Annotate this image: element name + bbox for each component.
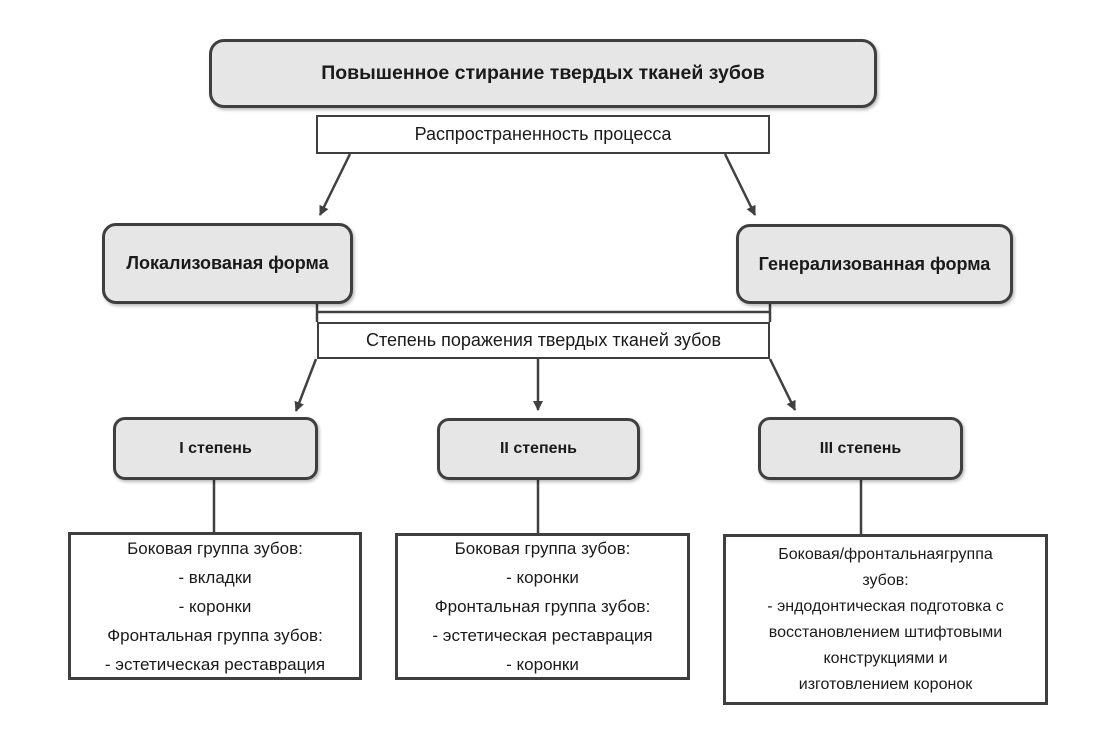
treatment-2-line: - коронки: [506, 655, 579, 674]
node-title-label: Повышенное стирание твердых тканей зубов: [321, 62, 765, 84]
treatment-3-line: - эндодонтическая подготовка с: [767, 597, 1004, 615]
node-degree-3: III степень: [758, 417, 963, 480]
node-form-localized: Локализованая форма: [102, 223, 353, 304]
treatment-1-line: Фронтальная группа зубов:: [107, 625, 323, 645]
treatment-2-line: Боковая группа зубов:: [454, 539, 631, 558]
node-criterion-spread-label: Распространенность процесса: [414, 124, 672, 144]
connector-severity-to-degree-3: [768, 358, 797, 411]
treatment-1-line: Боковая группа зубов:: [127, 538, 303, 558]
treatment-2-line: - эстетическая реставрация: [432, 626, 653, 645]
node-degree-1: I степень: [113, 417, 318, 480]
treatment-3-line: Боковая/фронтальнаягруппа: [778, 545, 993, 563]
node-form-localized-label: Локализованая форма: [126, 253, 329, 273]
node-degree-1-label: I степень: [179, 439, 252, 457]
treatment-1-line: - эстетическая реставрация: [104, 654, 326, 674]
node-criterion-severity-label: Степень поражения твердых тканей зубов: [365, 330, 722, 350]
treatment-2-line: - коронки: [506, 568, 579, 587]
node-degree-3-label: III степень: [819, 439, 902, 457]
treatment-3-line: изготовлением коронок: [798, 675, 973, 693]
treatment-3-line: зубов:: [862, 571, 909, 589]
connector-severity-to-degree-1: [294, 358, 318, 412]
node-degree-2: II степень: [437, 418, 640, 480]
treatment-3-line: конструкциями и: [823, 649, 948, 667]
treatment-1-line: - вкладки: [178, 567, 252, 587]
node-treatment-degree-1: Боковая группа зубов: - вкладки - коронк…: [68, 532, 362, 680]
node-criterion-severity: Степень поражения твердых тканей зубов: [317, 322, 770, 359]
node-criterion-spread: Распространенность процесса: [316, 115, 770, 154]
treatment-3-line: восстановлением штифтовыми: [768, 623, 1003, 641]
connector-spread-to-generalized: [723, 153, 757, 216]
node-degree-2-label: II степень: [499, 440, 578, 457]
node-form-generalized-label: Генерализованная форма: [758, 253, 991, 274]
node-form-generalized: Генерализованная форма: [736, 224, 1013, 304]
treatment-1-line: - коронки: [178, 596, 252, 616]
node-treatment-degree-2: Боковая группа зубов: - коронки Фронталь…: [395, 533, 690, 680]
treatment-2-line: Фронтальная группа зубов:: [434, 597, 651, 616]
connector-spread-to-localized: [318, 153, 352, 216]
node-treatment-degree-3: Боковая/фронтальнаягруппа зубов: - эндод…: [723, 534, 1048, 705]
node-title: Повышенное стирание твердых тканей зубов: [209, 39, 877, 108]
